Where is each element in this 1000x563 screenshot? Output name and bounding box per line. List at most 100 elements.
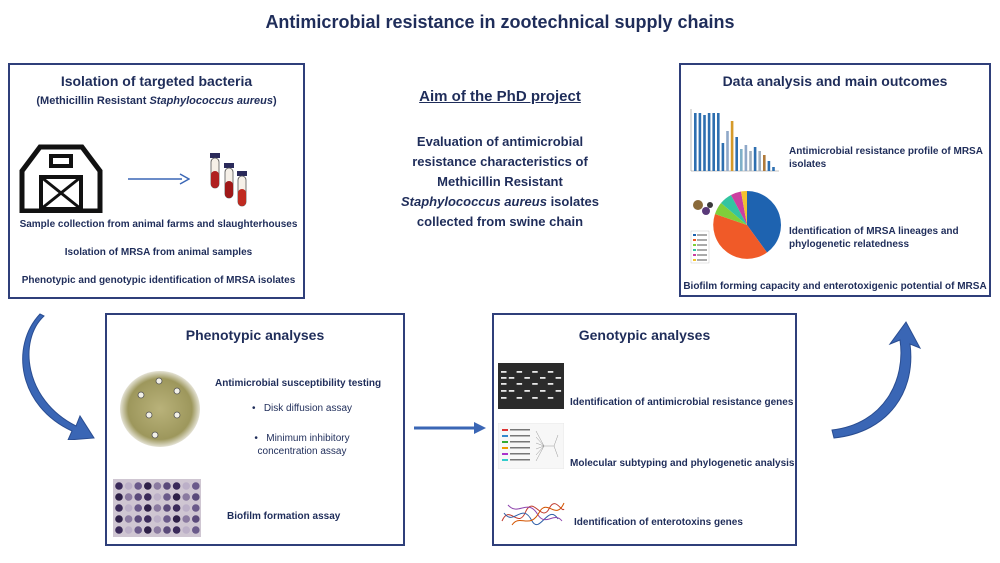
data-analysis-item-2: Identification of MRSA lineages and phyl… — [789, 226, 959, 250]
well — [153, 526, 162, 534]
well — [192, 515, 200, 523]
data-analysis-item-3: Biofilm forming capacity and enterotoxig… — [683, 281, 987, 292]
genotypic-panel: Genotypic analyses Identification of ant… — [492, 313, 797, 546]
thumbnail-bar — [753, 147, 757, 171]
phenotypic-to-genotypic-arrow-icon — [414, 422, 486, 434]
thumbnail-bar — [703, 115, 706, 171]
thumbnail-bar — [758, 151, 761, 171]
gel-band — [501, 390, 507, 392]
well — [172, 493, 181, 501]
well — [115, 526, 123, 534]
well — [134, 482, 142, 490]
well — [144, 482, 152, 490]
well — [144, 526, 152, 534]
well — [124, 493, 133, 501]
gel-band — [532, 397, 538, 399]
gel-band — [547, 383, 554, 385]
gel-electrophoresis-image — [498, 363, 564, 409]
well — [115, 493, 123, 501]
well — [182, 504, 190, 512]
thumbnail-bar — [744, 145, 748, 171]
well — [134, 493, 142, 501]
well — [172, 526, 181, 534]
gel-band — [555, 390, 562, 392]
protein-structure-image — [501, 502, 565, 526]
genotypic-item-3: Identification of enterotoxins genes — [574, 517, 743, 528]
thumbnail-bar — [707, 113, 711, 171]
thumbnail-bar — [735, 137, 738, 171]
well — [192, 526, 200, 534]
phylogenetic-tree-image — [498, 423, 564, 469]
well — [153, 504, 162, 512]
well — [163, 482, 171, 490]
well — [163, 515, 171, 523]
gel-band — [516, 383, 523, 385]
phenotypic-item-2: Biofilm formation assay — [227, 511, 341, 522]
thumbnail-bar — [712, 113, 715, 171]
well — [172, 515, 181, 523]
gel-band — [532, 371, 538, 373]
well — [153, 482, 162, 490]
well — [163, 504, 171, 512]
gel-band — [540, 377, 546, 379]
petri-dish-image — [120, 371, 200, 447]
well — [182, 493, 190, 501]
well — [192, 493, 200, 501]
thumbnail-bar — [767, 161, 771, 171]
gel-band — [555, 377, 562, 379]
thumbnail-bar — [772, 167, 775, 171]
well — [172, 504, 181, 512]
gel-band — [501, 371, 507, 373]
resistance-bar-chart-thumbnail — [685, 105, 781, 181]
genotypic-header: Genotypic analyses — [578, 327, 711, 343]
well — [182, 515, 190, 523]
isolation-item-1: Sample collection from animal farms and … — [19, 219, 298, 230]
well — [144, 504, 152, 512]
well — [115, 504, 123, 512]
thumbnail-bar — [698, 113, 702, 171]
gel-band — [516, 371, 523, 373]
thumbnail-bar — [749, 151, 752, 171]
well — [172, 482, 181, 490]
gel-band — [501, 377, 507, 379]
well — [163, 526, 171, 534]
isolation-subheader: (Methicillin Resistant Staphylococcus au… — [36, 95, 277, 107]
thumbnail-bar — [694, 113, 697, 171]
curved-arrow-right-icon — [831, 321, 922, 439]
gel-band — [547, 371, 554, 373]
page-title: Antimicrobial resistance in zootechnical… — [265, 12, 735, 32]
data-analysis-panel: Data analysis and main outcomes Antimicr… — [679, 63, 991, 297]
well — [153, 515, 162, 523]
well — [182, 482, 190, 490]
well — [134, 526, 142, 534]
thumbnail-bar — [740, 149, 743, 171]
right-arrow-icon — [128, 173, 190, 185]
curved-arrow-left-icon — [22, 313, 95, 440]
data-analysis-header: Data analysis and main outcomes — [722, 73, 948, 89]
phenotypic-bullet-2: • Minimum inhibitory concentration assay — [254, 433, 350, 457]
thumbnail-bar — [730, 121, 734, 171]
data-analysis-item-1: Antimicrobial resistance profile of MRSA… — [789, 146, 983, 170]
well — [134, 504, 142, 512]
gel-band — [516, 397, 523, 399]
genotypic-item-1: Identification of antimicrobial resistan… — [570, 397, 794, 408]
well — [124, 504, 133, 512]
well — [115, 482, 123, 490]
well — [124, 526, 133, 534]
isolation-item-2: Isolation of MRSA from animal samples — [64, 247, 253, 258]
phenotypic-item-1: Antimicrobial susceptibility testing — [215, 378, 382, 389]
gel-band — [501, 383, 507, 385]
genotypic-item-2: Molecular subtyping and phylogenetic ana… — [570, 458, 795, 469]
barn-icon — [19, 144, 103, 213]
phenotypic-header: Phenotypic analyses — [185, 327, 325, 343]
gel-band — [524, 377, 530, 379]
gel-band — [547, 397, 554, 399]
well — [192, 504, 200, 512]
thumbnail-bar — [763, 155, 766, 171]
isolation-item-3: Phenotypic and genotypic identification … — [21, 275, 296, 286]
well — [124, 482, 133, 490]
aim-description: Evaluation of antimicrobial resistance c… — [401, 134, 599, 229]
lineage-pie-chart-thumbnail — [690, 190, 782, 264]
phenotypic-bullet-1: • Disk diffusion assay — [251, 403, 353, 414]
well-plate-image — [113, 479, 201, 537]
